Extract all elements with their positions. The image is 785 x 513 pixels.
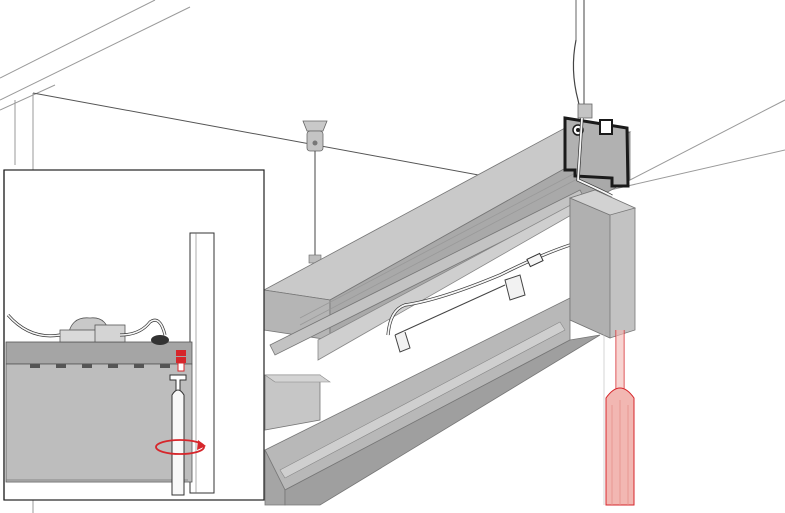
driver-clip [394,274,526,353]
detail-inset [3,169,265,501]
track-profile [262,127,632,361]
ceiling-suspension-left [302,120,328,264]
luminaire-housing [264,297,601,506]
rotation-arrow-icon [155,439,206,455]
end-cap [568,189,637,339]
ceiling-suspension-right [572,0,593,119]
power-cable [386,117,613,336]
screwdriver-icon [603,330,635,506]
screw-icon [176,350,186,372]
end-profile-cross-section [563,116,630,188]
